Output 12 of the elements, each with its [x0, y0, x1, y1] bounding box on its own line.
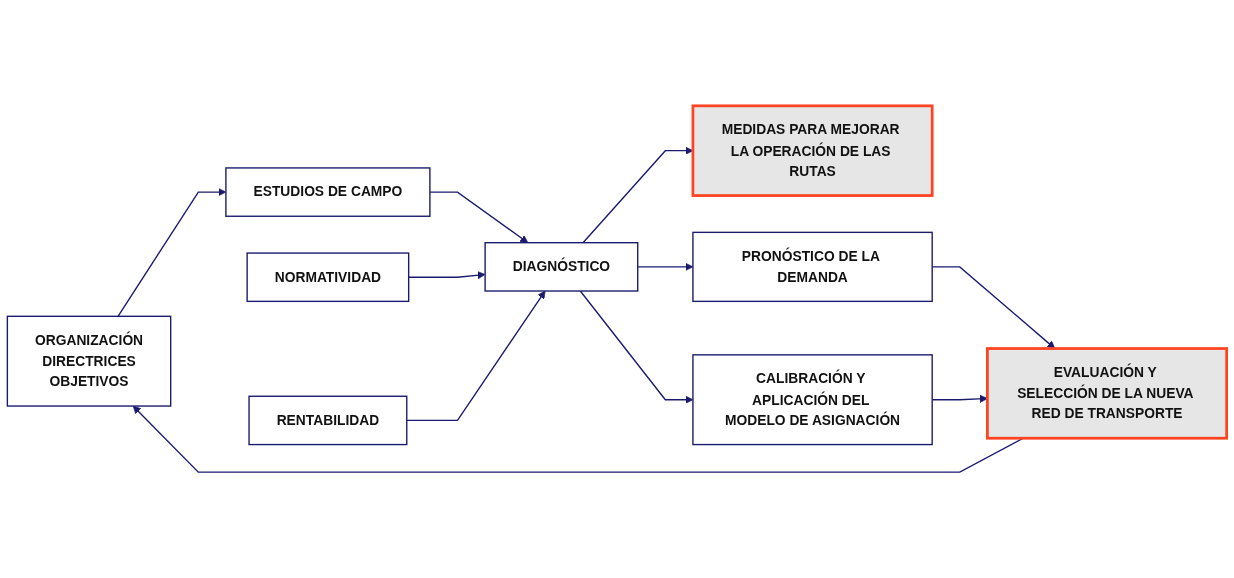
node-box: CALIBRACIÓN Y APLICACIÓN DEL MODELO DE ASIGNACIÓN [692, 354, 933, 446]
node-box: PRONÓSTICO DE LA DEMANDA [692, 231, 933, 303]
arrow [408, 271, 486, 280]
node-box: MEDIDAS PARA MEJORAR LA OPERACIÓN DE LAS RUTAS [691, 104, 934, 197]
node-box: RENTABILIDAD [248, 395, 408, 446]
node-box: NORMATIVIDAD [246, 252, 410, 303]
node-box: EVALUACIÓN Y SELECCIÓN DE LA NUEVA RED DE TRANSPORTE [986, 347, 1229, 440]
node-box: ORGANIZACIÓN DIRECTRICES OBJETIVOS [6, 315, 172, 407]
node-box: DIAGNÓSTICO [484, 242, 639, 292]
arrow [406, 290, 546, 422]
node-box: ESTUDIOS DE CAMPO [225, 167, 431, 217]
arrow [429, 191, 529, 244]
